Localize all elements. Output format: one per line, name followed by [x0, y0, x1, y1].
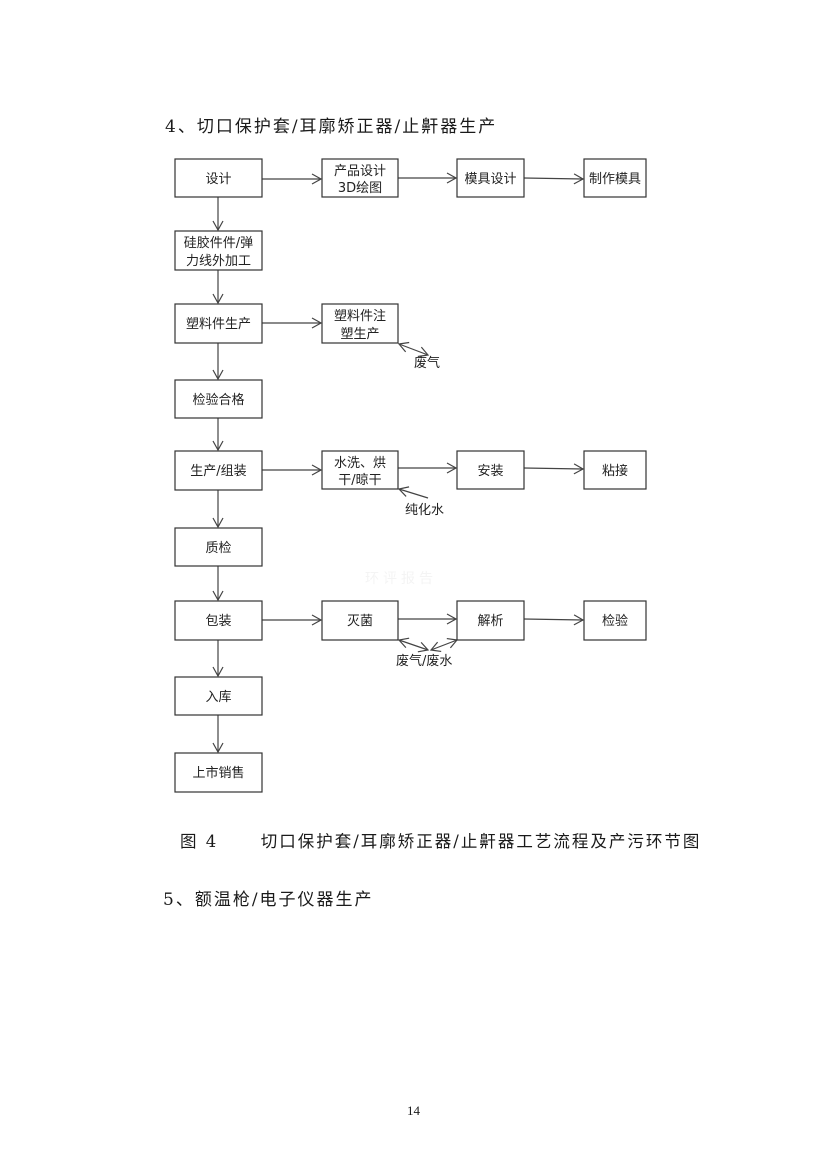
- arrow-sterilize-emissions: [399, 640, 428, 650]
- node-product-design: 产品设计 3D绘图: [321, 158, 399, 198]
- note-waste-gas-water: 废气/废水: [396, 653, 452, 669]
- arrow-pure-water-to-wash: [397, 486, 429, 499]
- node-wash-dry: 水洗、烘 干/晾干: [321, 450, 399, 490]
- page-number: 14: [407, 1103, 420, 1118]
- node-qc: 质检: [174, 527, 263, 567]
- node-label: 解析: [477, 614, 503, 629]
- node-packaging: 包装: [174, 600, 263, 641]
- node-label: 产品设计: [334, 164, 386, 179]
- figure-number: 图 4: [180, 832, 219, 851]
- node-label: 生产/组装: [190, 464, 246, 479]
- watermark: 环评报告: [365, 571, 437, 587]
- node-injection-molding: 塑料件注 塑生产: [321, 303, 399, 344]
- node-label: 灭菌: [347, 614, 373, 629]
- node-plastic-parts: 塑料件生产: [174, 303, 263, 344]
- next-section-heading: 5、额温枪/电子仪器生产: [163, 890, 374, 910]
- node-label: 安装: [477, 464, 503, 479]
- node-design: 设计: [174, 158, 263, 198]
- node-sales: 上市销售: [174, 752, 263, 793]
- figure-caption: 图 4 切口保护套/耳廓矫正器/止鼾器工艺流程及产污环节图: [180, 828, 701, 852]
- node-label: 检验: [602, 613, 628, 629]
- node-inspect-pass: 检验合格: [174, 379, 263, 419]
- process-flowchart: 设计 硅胶件件/弹 力线外加工 塑料件生产 检验合格 生产/组装 质检 包装 入…: [174, 158, 647, 793]
- node-label: 硅胶件件/弹: [184, 235, 253, 251]
- node-label: 塑料件注: [334, 309, 386, 324]
- node-label: 质检: [205, 541, 231, 556]
- node-desorb: 解析: [456, 600, 525, 641]
- node-label: 制作模具: [589, 172, 641, 187]
- arrow-injection-waste-gas: [399, 344, 428, 355]
- node-label: 干/晾干: [338, 472, 381, 488]
- node-label: 塑生产: [340, 327, 379, 342]
- node-label: 塑料件生产: [186, 317, 251, 332]
- node-label: 设计: [205, 172, 231, 187]
- node-make-mold: 制作模具: [583, 158, 647, 198]
- node-label: 上市销售: [192, 765, 244, 781]
- arrow-desorb-to-final-inspect: [523, 614, 585, 626]
- arrow-mold-design-to-make-mold: [523, 173, 585, 185]
- section-heading: 4、切口保护套/耳廓矫正器/止鼾器生产: [165, 117, 498, 137]
- node-storage: 入库: [174, 676, 263, 716]
- note-pure-water: 纯化水: [405, 503, 444, 518]
- node-install: 安装: [456, 450, 525, 490]
- node-label: 3D绘图: [338, 181, 382, 196]
- note-waste-gas: 废气: [414, 355, 440, 371]
- node-assembly: 生产/组装: [174, 450, 263, 491]
- node-mold-design: 模具设计: [456, 158, 525, 198]
- node-label: 包装: [205, 614, 231, 629]
- node-label: 粘接: [602, 463, 628, 479]
- node-final-inspect: 检验: [583, 600, 647, 641]
- figure-title: 切口保护套/耳廓矫正器/止鼾器工艺流程及产污环节图: [260, 832, 702, 851]
- node-label: 检验合格: [192, 392, 244, 408]
- node-label: 水洗、烘: [334, 456, 386, 471]
- node-silicone-outsourcing: 硅胶件件/弹 力线外加工: [174, 230, 263, 271]
- arrow-desorb-emissions: [431, 640, 457, 650]
- node-label: 力线外加工: [186, 254, 251, 269]
- node-label: 模具设计: [464, 172, 516, 187]
- node-label: 入库: [205, 689, 231, 705]
- node-bond: 粘接: [583, 450, 647, 490]
- arrow-install-to-bond: [523, 463, 585, 475]
- node-sterilize: 灭菌: [321, 600, 399, 641]
